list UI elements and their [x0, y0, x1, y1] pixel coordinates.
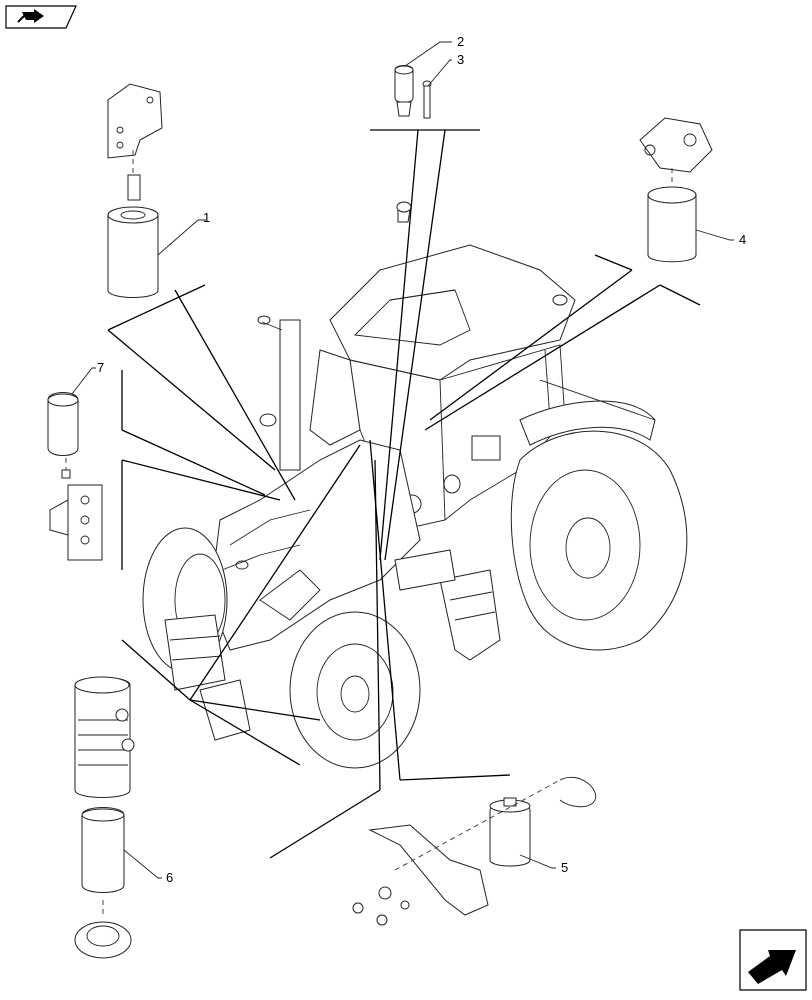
part-5-breather-filter — [352, 777, 597, 926]
part-6-hydraulic-filter — [74, 676, 135, 959]
book-arrow-icon[interactable] — [5, 5, 77, 29]
part-3-bolt — [422, 80, 432, 119]
callouts: 1 2 3 4 5 6 7 — [71, 34, 746, 885]
part-2-filter-cap — [394, 65, 414, 117]
part-1-oil-filter — [107, 83, 163, 298]
callout-7: 7 — [97, 360, 104, 375]
callout-5: 5 — [561, 860, 568, 875]
callout-6: 6 — [166, 870, 173, 885]
part-7-filter — [47, 392, 103, 561]
tractor-illustration — [142, 201, 688, 769]
callout-1: 1 — [203, 210, 210, 225]
callout-2: 2 — [457, 34, 464, 49]
leader-lines — [107, 129, 701, 859]
callout-4: 4 — [739, 232, 746, 247]
part-4-fuel-filter — [639, 117, 713, 263]
next-page-arrow-icon[interactable] — [739, 929, 807, 991]
callout-3: 3 — [457, 52, 464, 67]
